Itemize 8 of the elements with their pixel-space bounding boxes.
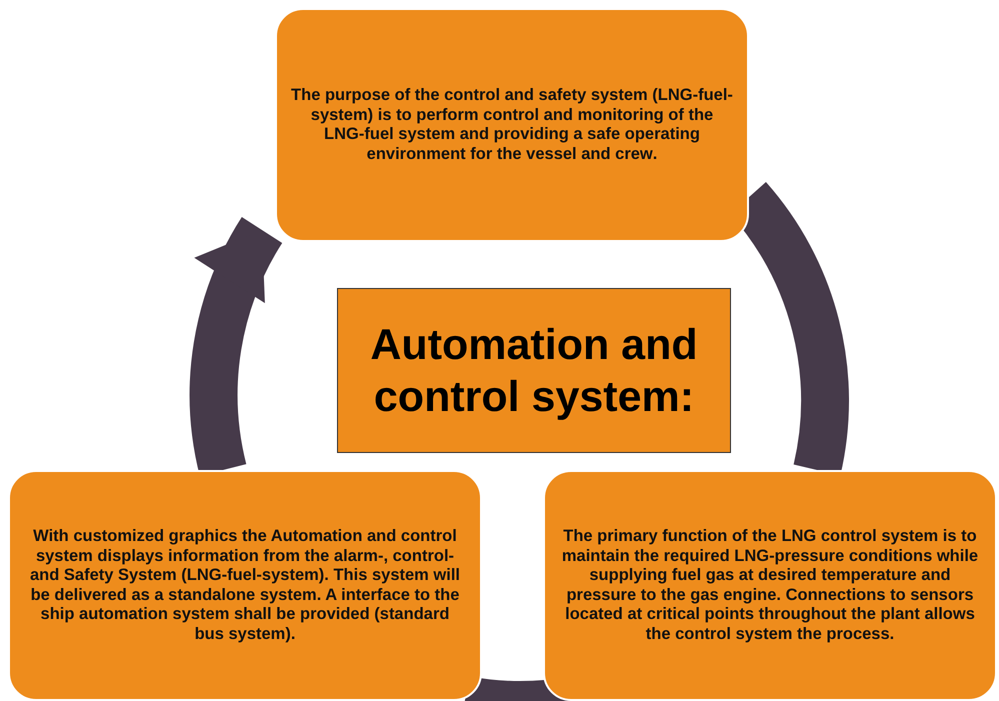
box-text: The primary function of the LNG control system is to maintain the required LNG-pressure conditions while supplying fuel gas at desired temperature and pressure to the gas engine. Connections to sensors located at critical points throughout the plant allows the control system the process.	[560, 527, 980, 644]
box-text: With customized graphics the Automation and control system displays information from the alarm-, control- and Safety System (LNG-fuel-system). This system will be delivered as a standalone system. A interface to the ship automation system shall be provided (standard bus system).	[28, 527, 462, 644]
rounded-text-box	[275, 8, 749, 242]
box-text: The purpose of the control and safety system (LNG-fuel-system) is to perform control and monitoring of the LNG-fuel system and providing a safe operating environment for the vessel and crew.	[291, 86, 733, 164]
center-heading: Automation and control system:	[369, 320, 699, 422]
title-box	[337, 288, 731, 453]
rounded-text-box	[8, 470, 482, 701]
rounded-text-box	[543, 470, 997, 701]
